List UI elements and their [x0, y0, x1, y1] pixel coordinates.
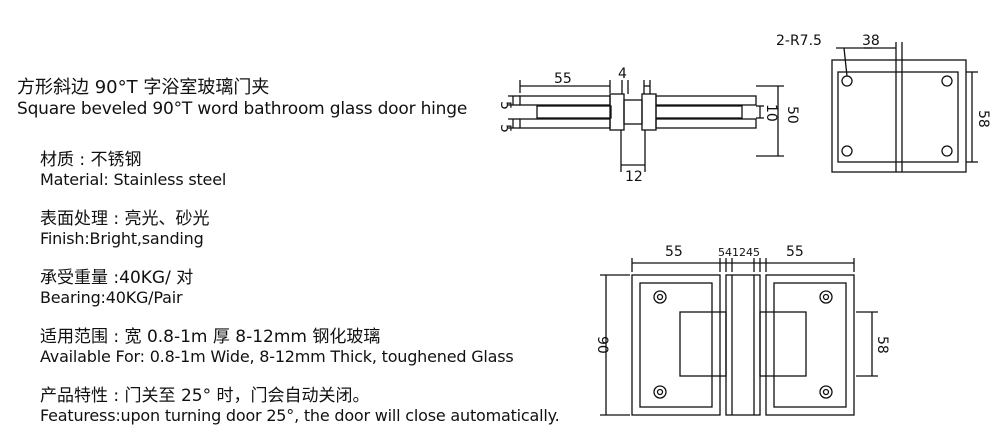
front-view-drawing: [600, 258, 878, 416]
top-view-drawing: [508, 80, 784, 172]
dim-front-55-right: 55: [786, 244, 804, 260]
spec-available-zh: 适用范围 : 宽 0.8-1m 厚 8-12mm 钢化玻璃: [40, 327, 381, 347]
spec-feature-en: Featuress:upon turning door 25°, the doo…: [40, 406, 560, 425]
dim-side-radius: 2-R7.5: [776, 33, 822, 49]
spec-bearing-zh: 承受重量 :40KG/ 对: [40, 268, 194, 288]
spec-bearing-en: Bearing:40KG/Pair: [40, 288, 183, 307]
spec-material-en: Material: Stainless steel: [40, 170, 227, 189]
dim-side-58: 58: [975, 110, 991, 128]
dim-front-middle: 541245: [718, 246, 760, 259]
title-english: Square beveled 90°T word bathroom glass …: [17, 99, 468, 119]
spec-finish-en: Finish:Bright,sanding: [40, 229, 204, 248]
dim-top-12: 12: [625, 169, 643, 185]
dim-top-55: 55: [554, 71, 572, 87]
dim-top-5b: 5: [497, 124, 513, 133]
dim-top-50: 50: [784, 106, 800, 124]
side-view-drawing: [831, 42, 978, 173]
dim-front-90: 90: [594, 336, 610, 354]
dim-top-4: 4: [618, 66, 627, 82]
spec-finish-zh: 表面处理 : 亮光、砂光: [40, 209, 210, 229]
title-chinese: 方形斜边 90°T 字浴室玻璃门夹: [17, 77, 270, 98]
spec-available-en: Available For: 0.8-1m Wide, 8-12mm Thick…: [40, 347, 514, 366]
dim-front-55-left: 55: [665, 244, 683, 260]
dim-top-5a: 5: [497, 101, 513, 110]
spec-feature-zh: 产品特性 : 门关至 25° 时，门会自动关闭。: [40, 386, 370, 406]
spec-material-zh: 材质 : 不锈钢: [40, 150, 142, 170]
dim-side-38: 38: [862, 33, 880, 49]
dim-top-10: 10: [763, 104, 779, 122]
dim-front-58: 58: [874, 336, 890, 354]
